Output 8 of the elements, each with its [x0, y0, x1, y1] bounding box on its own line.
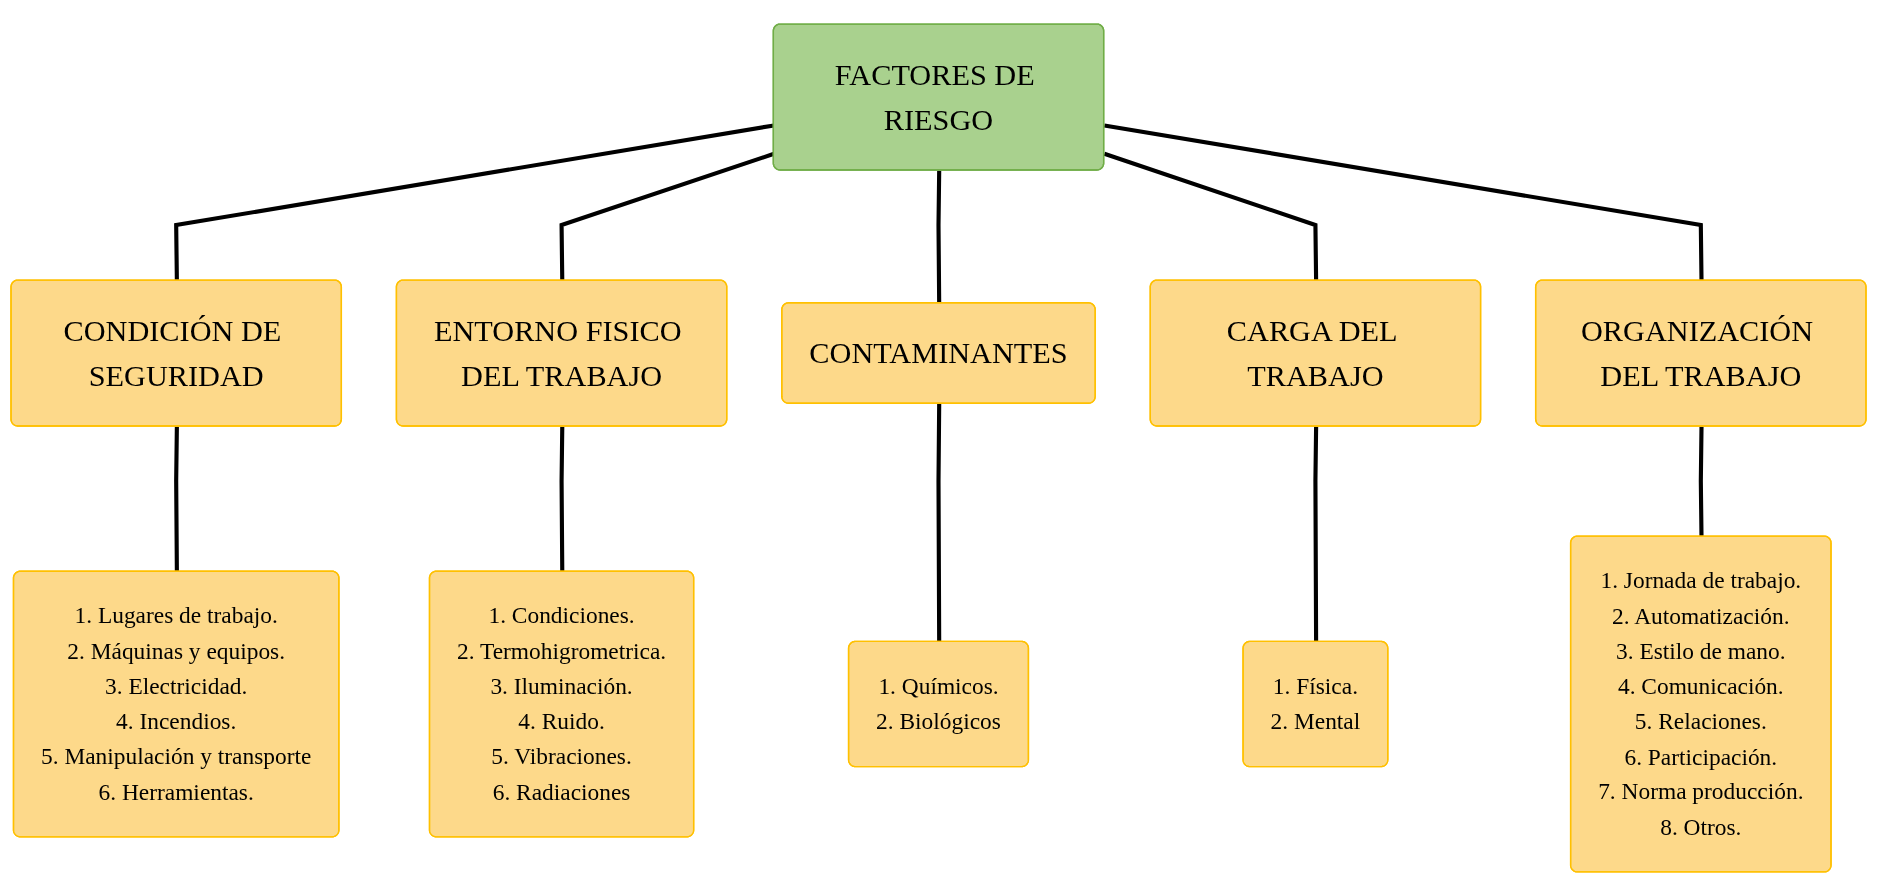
- connector: [1698, 426, 1704, 537]
- connector: [936, 403, 942, 643]
- connector: [1103, 151, 1319, 281]
- connector: [559, 426, 565, 572]
- connector: [1313, 426, 1319, 643]
- connector: [174, 426, 179, 572]
- connector: [936, 170, 942, 304]
- connector: [1104, 123, 1704, 281]
